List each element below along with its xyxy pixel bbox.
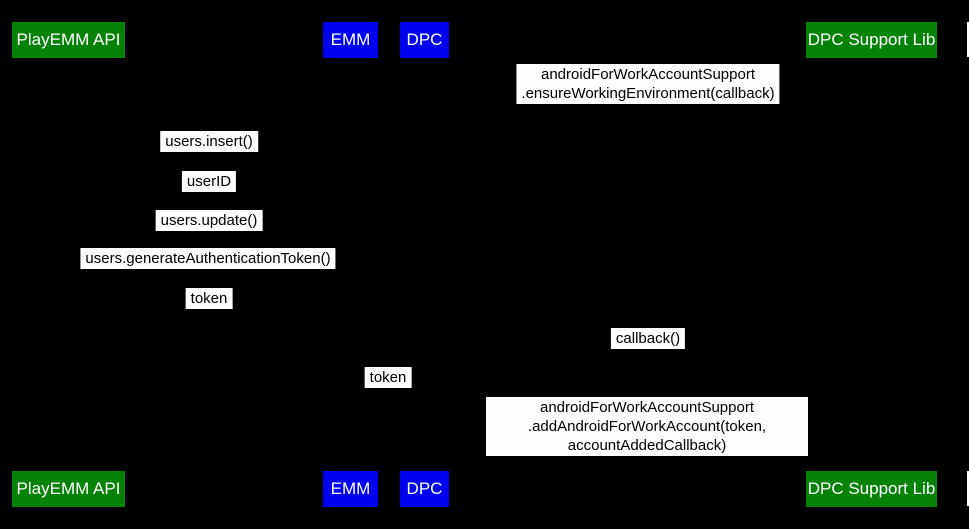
participant-playemm-api-bottom: PlayEMM API	[12, 471, 125, 507]
participant-dpc-top: DPC	[400, 22, 449, 58]
participant-dpc-bottom: DPC	[400, 471, 449, 507]
message-token-right: token	[364, 367, 412, 388]
participant-dpc-support-lib-bottom: DPC Support Lib	[806, 471, 937, 507]
participant-emm-top: EMM	[323, 22, 378, 58]
participant-dpc-support-lib-top: DPC Support Lib	[806, 22, 937, 58]
participant-playemm-api-top: PlayEMM API	[12, 22, 125, 58]
message-users-insert: users.insert()	[160, 131, 258, 152]
clipped-participant-box-top	[967, 22, 969, 57]
message-callback: callback()	[610, 328, 686, 349]
message-users-update: users.update()	[155, 210, 263, 231]
message-user-id: userID	[181, 171, 237, 192]
participant-emm-bottom: EMM	[323, 471, 378, 507]
message-add-android-for-work-account: androidForWorkAccountSupport .addAndroid…	[486, 397, 808, 456]
clipped-participant-box-bottom	[967, 471, 969, 506]
message-token-left: token	[185, 288, 233, 309]
message-ensure-working-environment: androidForWorkAccountSupport .ensureWork…	[516, 64, 780, 104]
message-generate-authentication-token: users.generateAuthenticationToken()	[80, 248, 336, 269]
